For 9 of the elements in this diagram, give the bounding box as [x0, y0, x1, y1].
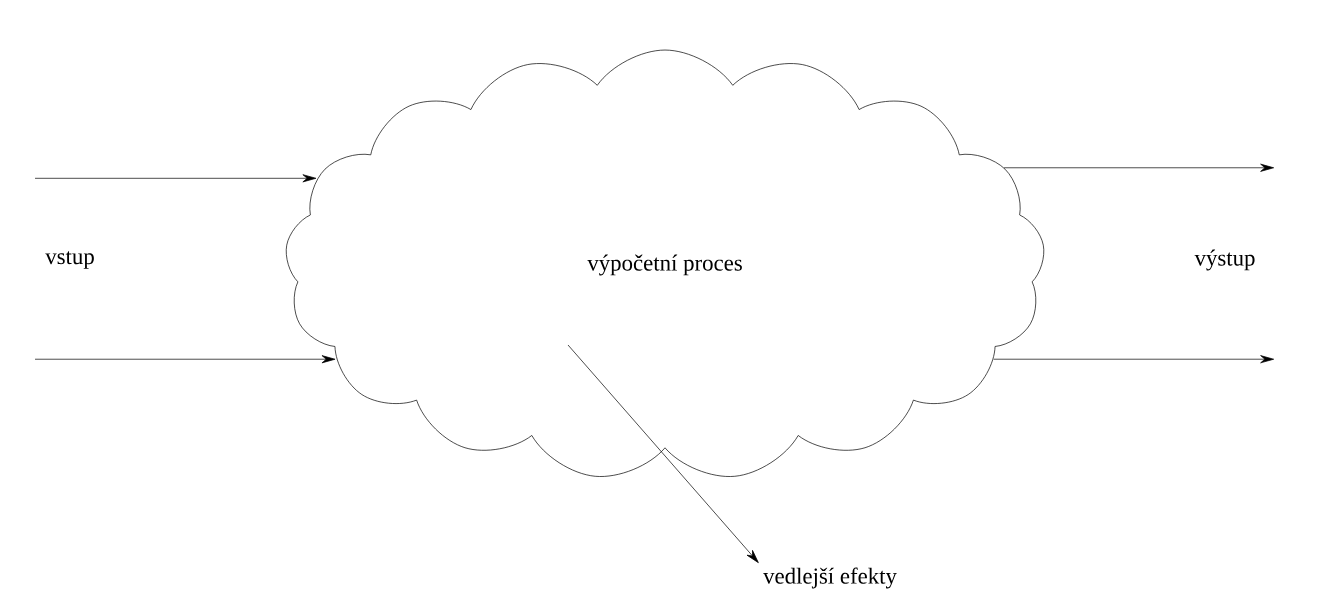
arrow [34, 355, 336, 364]
output-text: vedlejší efekty [763, 567, 897, 589]
arrow [1003, 163, 1275, 172]
flow-label: výstup [1194, 249, 1255, 271]
arrow [993, 355, 1275, 364]
arrow [567, 344, 759, 563]
process-cloud: výpočetní proces [285, 49, 1045, 477]
arrow [34, 174, 317, 183]
flow-label: vstup [45, 251, 94, 269]
